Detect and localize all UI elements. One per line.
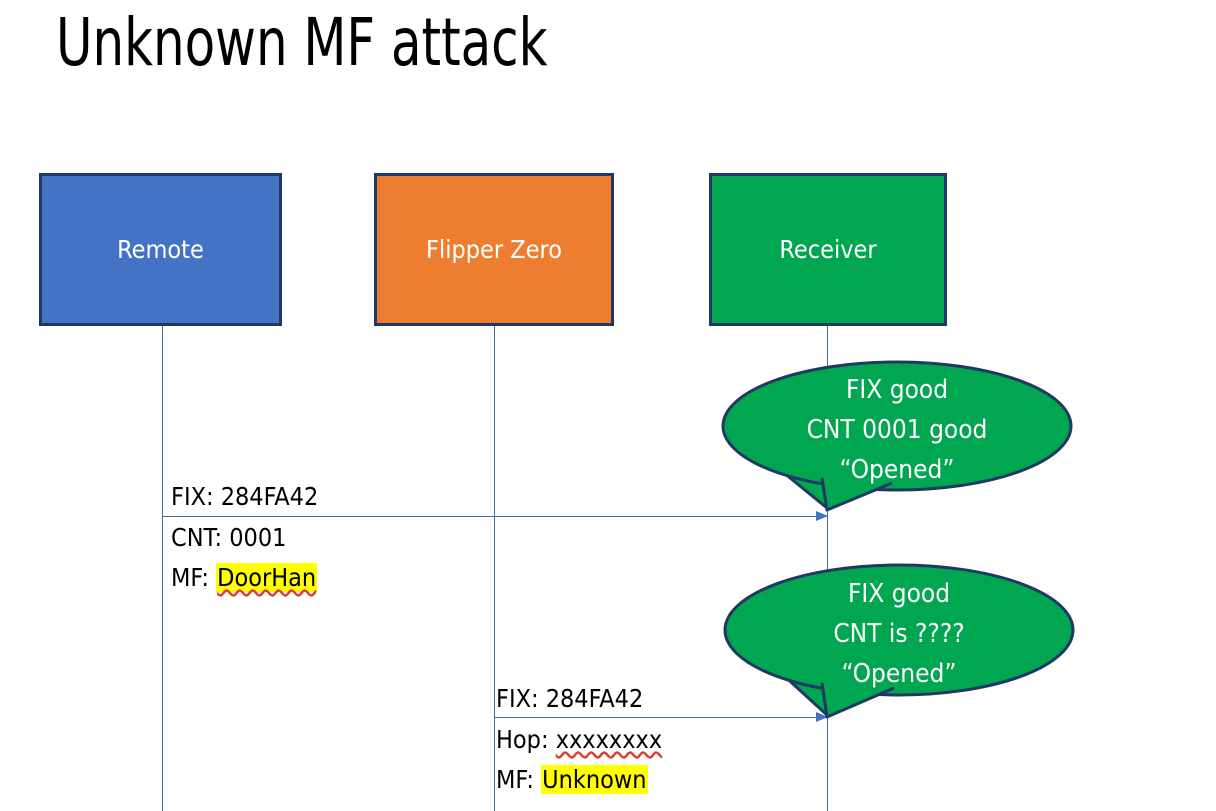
bubble-2-line-2: CNT is ????	[833, 619, 965, 649]
lifeline-flipper	[494, 326, 495, 811]
message-2-line-2: Hop: xxxxxxxx	[496, 720, 662, 760]
message-2-hop-prefix: Hop:	[496, 725, 556, 754]
message-arrow-flipper-to-receiver	[494, 712, 828, 722]
speech-bubble-second-response[interactable]: FIX good CNT is ???? “Opened”	[723, 563, 1076, 723]
bubble-2-line-1: FIX good	[847, 579, 951, 609]
message-arrow-remote-to-receiver	[163, 511, 828, 521]
message-2-hop-value: xxxxxxxx	[555, 725, 663, 754]
actor-box-flipper[interactable]: Flipper Zero	[374, 173, 614, 326]
message-1-line-3: MF: DoorHan	[171, 558, 318, 598]
message-2-line-3: MF: Unknown	[496, 760, 662, 800]
message-1-line-2: CNT: 0001	[171, 523, 287, 552]
message-1-details: CNT: 0001 MF: DoorHan	[171, 518, 318, 598]
bubble-1-line-1: FIX good	[845, 375, 949, 405]
lifeline-remote	[162, 326, 163, 811]
bubble-1-line-3: “Opened”	[839, 455, 955, 485]
speech-bubble-second-response-text: FIX good CNT is ???? “Opened”	[724, 574, 1074, 694]
page-title: Unknown MF attack	[56, 4, 548, 81]
message-1-mf-prefix: MF:	[171, 563, 217, 592]
actor-box-receiver[interactable]: Receiver	[709, 173, 947, 326]
message-2-line-1: FIX: 284FA42	[496, 684, 644, 713]
message-2-mf-prefix: MF:	[496, 765, 542, 794]
actor-label-remote: Remote	[117, 235, 204, 264]
actor-box-remote[interactable]: Remote	[39, 173, 282, 326]
speech-bubble-first-response[interactable]: FIX good CNT 0001 good “Opened”	[721, 360, 1074, 520]
bubble-2-line-3: “Opened”	[841, 659, 957, 689]
message-2-details: Hop: xxxxxxxx MF: Unknown	[496, 720, 662, 800]
message-1-mf-value: DoorHan	[216, 563, 318, 592]
actor-label-receiver: Receiver	[779, 235, 877, 264]
lifeline-receiver	[827, 326, 828, 811]
speech-bubble-first-response-text: FIX good CNT 0001 good “Opened”	[722, 370, 1072, 490]
actor-label-flipper: Flipper Zero	[426, 235, 562, 264]
message-1-line-1: FIX: 284FA42	[171, 482, 319, 511]
bubble-1-line-2: CNT 0001 good	[806, 415, 988, 445]
message-2-mf-value: Unknown	[541, 765, 648, 794]
